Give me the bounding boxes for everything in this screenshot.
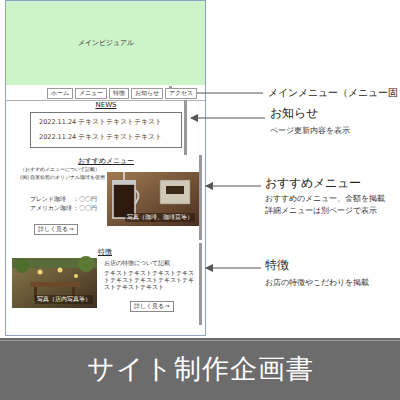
photo-placeholder: 写真（珈琲、珈琲豆等） xyxy=(107,172,199,226)
menu-button: アクセス xyxy=(165,88,197,99)
menu-item: アメリカン珈琲 xyxy=(30,205,72,212)
callout-title: おすすめメニュー xyxy=(265,176,361,191)
menu-button: ホーム xyxy=(47,88,73,99)
menu-item: ブレンド珈琲 xyxy=(30,196,66,203)
title-area: サイト制作企画書 xyxy=(0,338,400,400)
menu-button: メニュー xyxy=(75,88,107,99)
section-heading: NEWS xyxy=(30,101,182,109)
note-text: (例) 自家焙煎のオリジナル珈琲を使用 xyxy=(20,174,106,180)
menu-label: ホーム xyxy=(51,89,69,98)
detail-button: 詳しく見る⇒ xyxy=(34,224,78,235)
detail-button: 詳しく見る⇒ xyxy=(130,301,174,312)
callout-note: ページ更新内容を表示 xyxy=(270,126,350,136)
note-text: お店の特徴について記載 xyxy=(104,260,170,267)
callout-title: メインメニュー（メニュー固 xyxy=(268,87,398,99)
news-section: NEWS2022.11.24 テキストテキストテキスト2022.11.24 テキ… xyxy=(30,101,182,148)
photo-caption: 写真（店内写真等） xyxy=(35,295,93,304)
callout-arrow xyxy=(206,185,261,186)
title-band xyxy=(0,338,400,400)
callout-note: お店の特徴やこだわりを掲載 xyxy=(265,278,369,288)
photo-caption: 写真（珈琲、珈琲豆等） xyxy=(125,213,195,222)
side-bar xyxy=(199,155,202,240)
menu-separator xyxy=(6,100,205,101)
price: ：〇〇円 xyxy=(73,196,97,203)
note-text: （おすすめメニューについて記載） xyxy=(20,166,100,172)
callout-note: 詳細メニューは別ページで表示 xyxy=(265,206,377,216)
side-bar xyxy=(184,100,187,155)
cafe-photo xyxy=(12,256,97,308)
box-text: メインビジュアル xyxy=(78,39,134,48)
callout-title: お知らせ xyxy=(270,106,318,121)
button-label: 詳しく見る⇒ xyxy=(38,225,73,234)
main-visual: メインビジュアル xyxy=(6,1,205,85)
callout-note: おすすめのメニュー、金額を掲載 xyxy=(265,194,385,204)
menu-label: メニュー xyxy=(79,89,103,98)
coffee-photo xyxy=(107,172,199,226)
price: ：〇〇円 xyxy=(73,205,97,212)
section-heading: おすすめメニュー xyxy=(78,157,134,166)
band-line xyxy=(0,340,400,341)
menu-label: アクセス xyxy=(169,89,193,98)
photo-placeholder: 写真（店内写真等） xyxy=(12,258,97,308)
page-title: サイト制作企画書 xyxy=(87,351,314,387)
callout-title: 特徴 xyxy=(265,258,289,273)
section-heading: 特徴 xyxy=(98,248,112,257)
news-item: 2022.11.24 テキストテキストテキスト xyxy=(39,133,162,142)
button-label: 詳しく見る⇒ xyxy=(134,302,169,311)
body-text: テキストテキストテキストテキストテキストテキストテキストテキストテキストテキスト xyxy=(104,270,196,291)
page-frame xyxy=(6,1,206,336)
news-list-box: 2022.11.24 テキストテキストテキスト 2022.11.24 テキストテキ… xyxy=(30,112,182,148)
menu-label: 特徴 xyxy=(113,89,125,98)
callout-arrow xyxy=(206,267,261,268)
menu-label: お知らせ xyxy=(135,89,159,98)
callout-arrow xyxy=(191,117,265,118)
menu-button: お知らせ xyxy=(131,88,163,99)
menu-button: 特徴 xyxy=(109,88,129,99)
news-item: 2022.11.24 テキストテキストテキスト xyxy=(39,118,162,127)
side-bar xyxy=(199,243,202,325)
